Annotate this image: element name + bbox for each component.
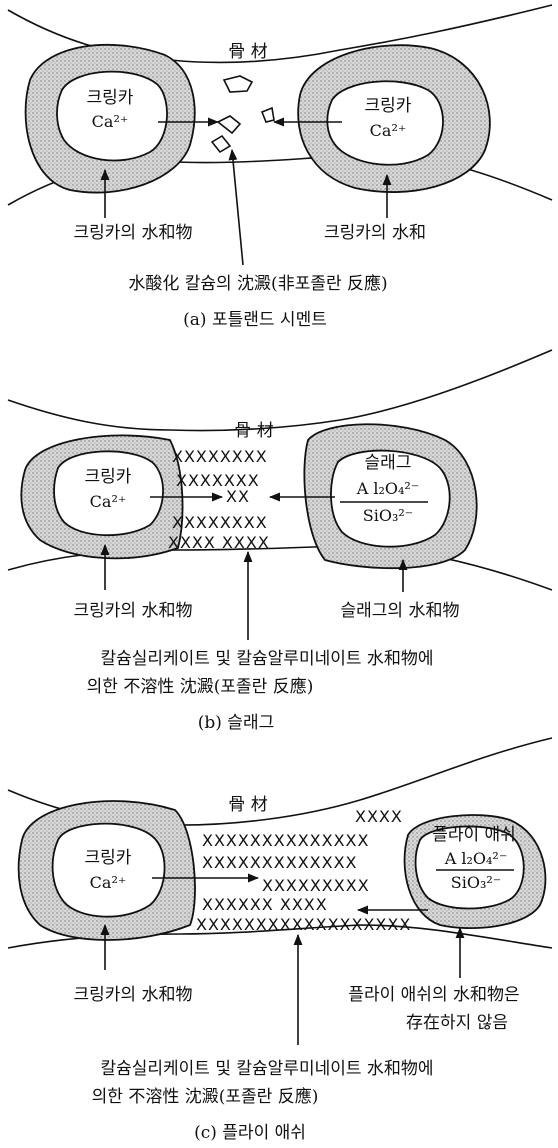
left-core-ion-b: Ca²⁺ — [90, 492, 127, 511]
label-center-a: 水酸化 칼슘의 沈澱(非포졸란 反應) — [128, 273, 387, 294]
label-right-b: 슬래그의 水和物 — [341, 601, 460, 621]
precipitate-row: XXXXXXXX — [172, 447, 268, 466]
boundary-top — [8, 350, 552, 431]
label-center-b-2: 의한 不溶性 沈澱(포졸란 反應) — [87, 676, 314, 697]
right-core-ion-a: Ca²⁺ — [370, 121, 407, 140]
caption-a: (a) 포틀랜드 시멘트 — [183, 310, 327, 330]
right-core-ion2-c: SiO₃²⁻ — [451, 873, 501, 892]
precipitate-row: XXXXXXXX — [172, 513, 268, 532]
right-core-name-c: 플라이 애쉬 — [432, 825, 516, 845]
right-core-ion1-c: A l₂O₄²⁻ — [444, 849, 508, 868]
label-right-a: 크링카의 水和 — [324, 223, 426, 243]
label-right-c-2: 存在하지 않음 — [406, 1013, 508, 1033]
left-core-name-c: 크링카 — [85, 848, 132, 868]
aggregate-label-b: 骨 材 — [234, 421, 273, 441]
aggregate-label-a: 骨 材 — [228, 42, 267, 62]
right-core-name-a: 크링카 — [365, 96, 412, 116]
caption-b: (b) 슬래그 — [198, 713, 274, 733]
label-right-c-1: 플라이 애쉬의 水和物은 — [348, 985, 519, 1005]
caption-c: (c) 플라이 애쉬 — [194, 1123, 306, 1143]
panel-a: 骨 材 크링카 Ca²⁺ 크링카 Ca²⁺ 크링카의 水和物 크링카의 水和 水… — [8, 5, 552, 330]
panel-c: XXXX XXXXXXXXXXXXXX XXXXXXXXXXXXX XXXXXX… — [8, 738, 552, 1143]
left-core-name-a: 크링카 — [87, 88, 134, 108]
clinker-core-left — [53, 824, 165, 917]
precipitate-row: XXXXXXXXXXXXX — [202, 853, 358, 872]
label-left-a: 크링카의 水和物 — [74, 223, 193, 243]
precipitate-row: XXXXXXXXXXXXXXXXXX — [196, 915, 411, 934]
precipitate-blob — [262, 108, 274, 122]
label-center-c-2: 의한 不溶性 沈澱(포졸란 反應) — [92, 1086, 319, 1107]
arrow-label-center — [232, 150, 243, 265]
precipitate-row: XXXX XXXX — [168, 533, 270, 552]
right-core-ion2-b: SiO₃²⁻ — [363, 506, 413, 525]
label-left-b: 크링카의 水和物 — [74, 601, 193, 621]
precipitate-blob — [218, 116, 240, 133]
label-center-c-1: 칼슘실리케이트 및 칼슘알루미네이트 水和物에 — [100, 1059, 433, 1079]
left-core-ion-a: Ca²⁺ — [92, 112, 129, 131]
left-core-ion-c: Ca²⁺ — [90, 873, 127, 892]
precipitate-blob — [212, 136, 230, 152]
right-core-ion1-b: A l₂O₄²⁻ — [356, 479, 420, 498]
aggregate-label-c: 骨 材 — [228, 795, 267, 815]
precipitate-row: XXXXXX XXXX — [202, 895, 328, 914]
precipitate-blob — [224, 76, 252, 92]
precipitate-row: XXXX — [355, 807, 403, 826]
precipitate-row: XX — [226, 487, 250, 506]
label-center-b-1: 칼슘실리케이트 및 칼슘알루미네이트 水和物에 — [100, 649, 433, 669]
left-core-name-b: 크링카 — [85, 467, 132, 487]
label-left-c: 크링카의 水和物 — [74, 985, 193, 1005]
panel-b: XXXXXXXX XXXXXXX XX XXXXXXXX XXXX XXXX 骨… — [8, 350, 552, 733]
right-core-name-b: 슬래그 — [365, 453, 412, 473]
precipitate-row: XXXXXXXXX — [262, 876, 370, 895]
precipitate-row: XXXXXXXXXXXXXX — [202, 831, 369, 850]
